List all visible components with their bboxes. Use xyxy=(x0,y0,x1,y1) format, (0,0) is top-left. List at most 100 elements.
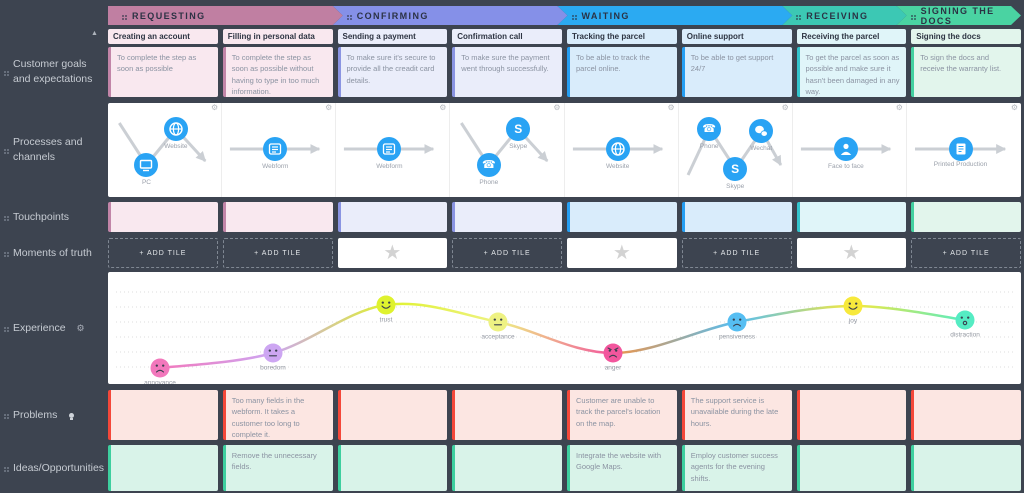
channel-cell[interactable]: ⚙ Printed Production xyxy=(907,103,1021,197)
phone-icon[interactable]: ☎ xyxy=(476,153,501,177)
collapse-arrow-icon[interactable]: ▲ xyxy=(91,30,98,37)
problem-tile[interactable]: The support service is unavailable durin… xyxy=(681,390,792,440)
row-label-touchpoints[interactable]: Touchpoints xyxy=(4,202,106,232)
row-label-processes[interactable]: Processes and channels xyxy=(4,103,106,197)
channel-cell[interactable]: ⚙ S Skype ☎ Phone xyxy=(450,103,565,197)
drag-handle-icon[interactable] xyxy=(4,71,6,73)
star-tile[interactable]: ★ xyxy=(796,238,907,268)
emotion-point-distraction[interactable]: distraction xyxy=(950,310,980,339)
phase-waiting[interactable]: WAITING xyxy=(558,6,793,25)
column-title[interactable]: Sending a payment xyxy=(337,29,448,44)
column-title[interactable]: Online support xyxy=(681,29,792,44)
webform-icon[interactable] xyxy=(263,137,288,161)
phone-icon[interactable]: ☎ xyxy=(697,117,722,141)
add-tile-button[interactable]: + ADD TILE xyxy=(452,238,562,268)
goal-tile[interactable]: To complete the step as soon as possible… xyxy=(222,47,333,97)
problem-tile[interactable] xyxy=(911,390,1021,440)
gear-icon[interactable]: ⚙ xyxy=(76,322,85,333)
row-label-goals[interactable]: Customer goals and expectations xyxy=(4,47,106,97)
phase-signing[interactable]: SIGNING THE DOCS xyxy=(897,6,1021,25)
emotion-point-joy[interactable]: joy xyxy=(843,296,863,325)
problem-tile[interactable]: Customer are unable to track the parcel'… xyxy=(567,390,677,440)
star-tile[interactable]: ★ xyxy=(337,238,448,268)
column-title[interactable]: Filling in personal data xyxy=(222,29,333,44)
add-tile-button[interactable]: + ADD TILE xyxy=(681,238,792,268)
document-icon[interactable] xyxy=(948,137,973,161)
emotion-point-acceptance[interactable]: acceptance xyxy=(481,312,515,341)
drag-handle-icon[interactable] xyxy=(4,216,6,218)
drag-handle-icon[interactable] xyxy=(347,15,349,17)
drag-handle-icon[interactable] xyxy=(4,327,6,329)
drag-handle-icon[interactable] xyxy=(911,15,913,17)
goal-tile[interactable]: To make sure the payment went through su… xyxy=(452,47,562,97)
idea-tile[interactable] xyxy=(108,445,218,491)
row-label-moments[interactable]: Moments of truth xyxy=(4,238,106,268)
gear-icon[interactable]: ⚙ xyxy=(553,103,561,112)
problem-tile[interactable] xyxy=(796,390,907,440)
gear-icon[interactable]: ⚙ xyxy=(1010,103,1018,112)
problem-tile[interactable] xyxy=(108,390,218,440)
phase-confirming[interactable]: CONFIRMING xyxy=(333,6,568,25)
drag-handle-icon[interactable] xyxy=(4,149,6,151)
touchpoint-tile[interactable] xyxy=(108,202,218,232)
channel-cell[interactable]: ⚙ Webform xyxy=(222,103,337,197)
drag-handle-icon[interactable] xyxy=(4,467,6,469)
gear-icon[interactable]: ⚙ xyxy=(439,103,447,112)
pc-icon[interactable] xyxy=(134,153,159,177)
webform-icon[interactable] xyxy=(377,137,402,161)
touchpoint-tile[interactable] xyxy=(911,202,1021,232)
column-title[interactable]: Confirmation call xyxy=(452,29,562,44)
touchpoint-tile[interactable] xyxy=(567,202,677,232)
gear-icon[interactable]: ⚙ xyxy=(895,103,903,112)
wechat-icon[interactable] xyxy=(749,119,774,143)
idea-tile[interactable]: Remove the unnecessary fields. xyxy=(222,445,333,491)
problem-tile[interactable] xyxy=(452,390,562,440)
idea-tile[interactable] xyxy=(452,445,562,491)
column-title[interactable]: Tracking the parcel xyxy=(567,29,677,44)
problem-tile[interactable]: Too many fields in the webform. It takes… xyxy=(222,390,333,440)
touchpoint-tile[interactable] xyxy=(796,202,907,232)
column-title[interactable]: Creating an account xyxy=(108,29,218,44)
channel-cell[interactable]: ⚙ Face to face xyxy=(793,103,907,197)
gear-icon[interactable]: ⚙ xyxy=(325,103,333,112)
idea-tile[interactable]: Integrate the website with Google Maps. xyxy=(567,445,677,491)
skype-icon[interactable]: S xyxy=(723,157,748,181)
star-tile[interactable]: ★ xyxy=(567,238,677,268)
goal-tile[interactable]: To be able to track the parcel online. xyxy=(567,47,677,97)
phase-requesting[interactable]: REQUESTING xyxy=(108,6,343,25)
channel-cell[interactable]: ⚙ ☎ Phone Wechat S Skype xyxy=(679,103,793,197)
idea-tile[interactable] xyxy=(911,445,1021,491)
row-label-problems[interactable]: Problems xyxy=(4,390,106,440)
gear-icon[interactable]: ⚙ xyxy=(210,103,219,112)
idea-tile[interactable]: Employ customer success agents for the e… xyxy=(681,445,792,491)
drag-handle-icon[interactable] xyxy=(572,15,574,17)
drag-handle-icon[interactable] xyxy=(4,414,6,416)
emotion-point-trust[interactable]: trust xyxy=(376,295,396,324)
channel-cell[interactable]: ⚙ Website xyxy=(565,103,679,197)
goal-tile[interactable]: To sign the docs and receive the warrant… xyxy=(911,47,1021,97)
person-icon[interactable] xyxy=(833,137,858,161)
column-title[interactable]: Receiving the parcel xyxy=(796,29,907,44)
drag-handle-icon[interactable] xyxy=(122,15,124,17)
add-tile-button[interactable]: + ADD TILE xyxy=(222,238,333,268)
idea-tile[interactable] xyxy=(796,445,907,491)
emotion-point-boredom[interactable]: boredom xyxy=(260,343,286,372)
emotion-point-pensiveness[interactable]: pensiveness xyxy=(719,312,756,341)
touchpoint-tile[interactable] xyxy=(681,202,792,232)
goal-tile[interactable]: To get the parcel as soon as possible an… xyxy=(796,47,907,97)
row-label-experience[interactable]: Experience ⚙ xyxy=(4,272,106,384)
channel-cell[interactable]: ⚙ Website PC xyxy=(108,103,223,197)
touchpoint-tile[interactable] xyxy=(337,202,448,232)
idea-tile[interactable] xyxy=(337,445,448,491)
drag-handle-icon[interactable] xyxy=(796,15,798,17)
row-label-ideas[interactable]: Ideas/Opportunities xyxy=(4,445,121,491)
add-tile-button[interactable]: + ADD TILE xyxy=(108,238,218,268)
website-icon[interactable] xyxy=(605,137,630,161)
emotion-point-annoyance[interactable]: annoyance xyxy=(144,358,176,387)
gear-icon[interactable]: ⚙ xyxy=(781,103,789,112)
gear-icon[interactable]: ⚙ xyxy=(667,103,675,112)
phase-receiving[interactable]: RECEIVING xyxy=(782,6,906,25)
touchpoint-tile[interactable] xyxy=(222,202,333,232)
add-tile-button[interactable]: + ADD TILE xyxy=(911,238,1021,268)
goal-tile[interactable]: To make sure it's secure to provide all … xyxy=(337,47,448,97)
